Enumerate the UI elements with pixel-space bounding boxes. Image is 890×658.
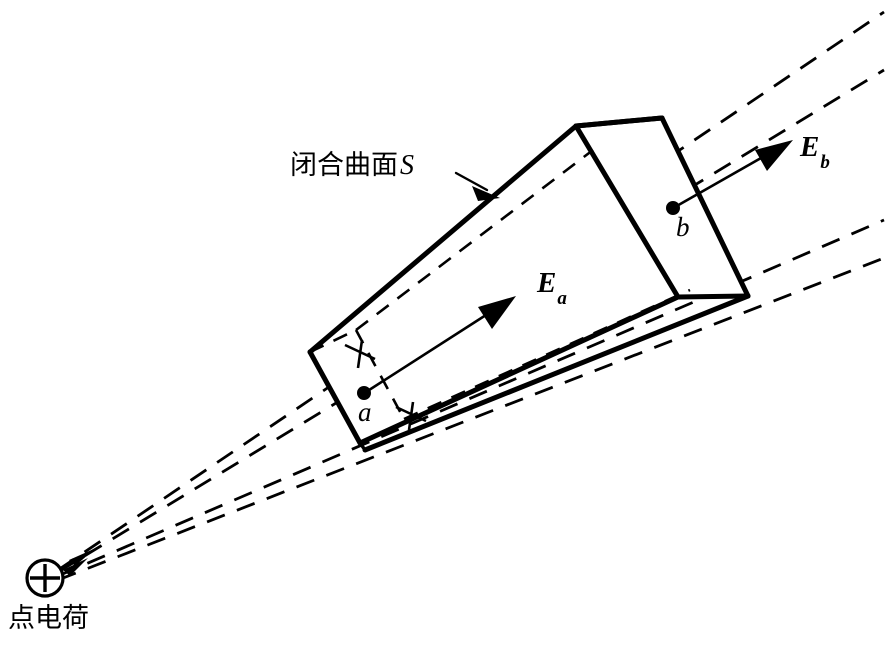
edge-far-cap-bottom [675,293,751,300]
field-vector-b-label: Eb [800,131,830,172]
solid-face-masks [310,118,748,443]
cone-ray-lower-inner [57,218,885,578]
closed-surface-label-symbol: S [400,150,414,181]
point-b-dot [666,201,680,215]
charge-ray-arrow-1 [63,558,88,576]
hidden-edge-top-long [355,148,594,332]
charge-ray-arrow-2 [69,548,96,566]
edge-bottom-front-long [362,293,751,453]
point-charge-label: 点电荷 [8,603,89,634]
field-arrow-a-shaft [365,304,501,394]
field-vector-a-group [357,296,516,400]
hidden-edge-near-face-right [354,329,406,420]
edge-near-cap-bottom [358,441,367,452]
point-b-label: b [676,212,690,242]
point-a-dot [357,386,371,400]
closed-surface-label: 闭合曲面 S [290,143,414,182]
dimension-tick-group [344,339,427,431]
field-vector-b-symbol: E [800,131,820,163]
edge-top-left-long [307,123,579,355]
surface-leader-head [472,186,500,201]
edge-bottom-left-long [357,294,681,446]
surface-leader-group [454,171,500,201]
closed-surface-solid [307,115,751,453]
field-vector-a-label: Ea [537,267,567,308]
point-charge-plus-icon [30,564,60,592]
field-arrow-b-head [755,140,793,171]
mask-near-face [310,330,404,443]
edge-far-cap-left [573,123,681,300]
edge-top-silhouette [573,115,665,129]
edge-near-cap-left [307,349,363,446]
cone-ray-lower-outer [57,256,885,582]
mask-far-face [576,118,748,297]
field-arrow-a-head [478,296,516,329]
field-arrow-b-shaft [674,148,776,209]
point-charge-group [25,548,96,598]
closed-surface-label-cjk: 闭合曲面 [290,150,398,181]
field-vector-a-symbol: E [537,267,557,299]
tick-upper [344,339,376,369]
surface-leader-shaft [454,171,489,192]
field-vector-a-subscript: a [557,287,567,309]
field-vector-b-group [666,140,793,215]
point-a-label: a [358,397,372,427]
edge-far-cap-right [659,115,751,299]
field-vector-b-subscript: b [820,151,830,173]
tick-lower [395,401,427,431]
